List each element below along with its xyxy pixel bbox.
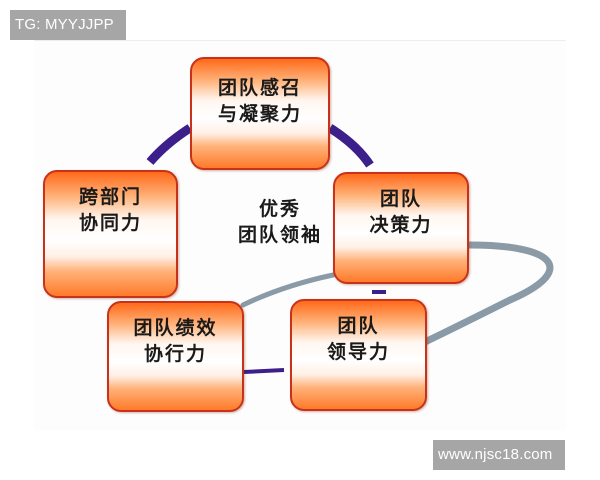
node-leadership-line2: 领导力 (326, 341, 390, 363)
node-cross-dept-line1: 跨部门 (78, 186, 142, 208)
watermark-bottom: www.njsc18.com (433, 440, 565, 470)
watermark-top: TG: MYYJJPP (10, 10, 126, 40)
purple-arc-right (327, 124, 374, 168)
center-label-line1: 优秀 (258, 198, 301, 220)
purple-arc-left (146, 124, 193, 165)
node-decision-line1: 团队 (379, 188, 422, 210)
node-cohesion: 团队感召 与凝聚力 (190, 57, 330, 170)
node-cohesion-line1: 团队感召 (217, 77, 302, 99)
orbit-arc (421, 241, 554, 346)
orbit-arc-inner (240, 272, 336, 308)
purple-link-execution-leadership (243, 368, 285, 374)
center-label: 优秀 团队领袖 (226, 196, 334, 248)
node-leadership-line1: 团队 (337, 315, 380, 337)
node-decision: 团队 决策力 (333, 172, 469, 284)
node-cross-dept: 跨部门 协同力 (43, 170, 178, 298)
node-execution-line1: 团队绩效 (133, 317, 218, 339)
node-cross-dept-line2: 协同力 (78, 212, 142, 234)
node-leadership: 团队 领导力 (290, 299, 427, 411)
node-cohesion-line2: 与凝聚力 (217, 103, 302, 125)
node-decision-line2: 决策力 (369, 214, 433, 236)
node-execution: 团队绩效 协行力 (107, 301, 244, 412)
center-label-line2: 团队领袖 (237, 224, 322, 246)
node-execution-line2: 协行力 (143, 343, 207, 365)
